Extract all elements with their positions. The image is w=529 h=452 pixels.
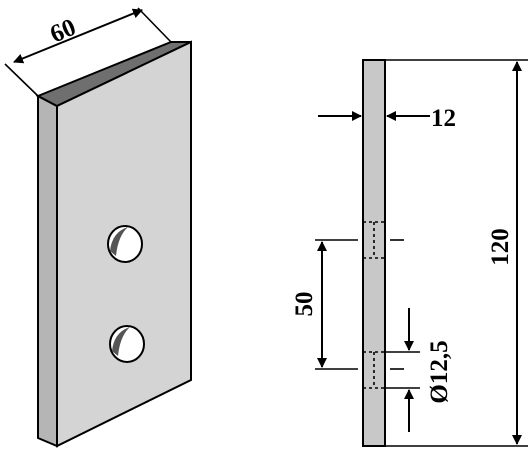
height-label: 120	[487, 228, 514, 266]
hole-diameter-label: Ø12,5	[426, 340, 453, 403]
plate-perspective-view: 60	[4, 7, 192, 448]
hole-spacing-label: 50	[291, 292, 318, 317]
height-dimension: 120	[487, 61, 522, 445]
thickness-label: 12	[431, 105, 456, 132]
upper-hole	[107, 225, 143, 263]
width-label: 60	[46, 14, 80, 49]
plate-side-view: 120 12 50	[291, 59, 528, 447]
plate-side-face	[37, 94, 58, 448]
upper-hole-hidden	[315, 221, 404, 259]
hole-spacing-dimension: 50	[291, 241, 327, 368]
thickness-dimension: 12	[318, 105, 456, 132]
hole-diameter-dimension: Ø12,5	[404, 308, 453, 432]
lower-hole	[109, 325, 145, 363]
lower-hole-hidden	[315, 351, 420, 389]
